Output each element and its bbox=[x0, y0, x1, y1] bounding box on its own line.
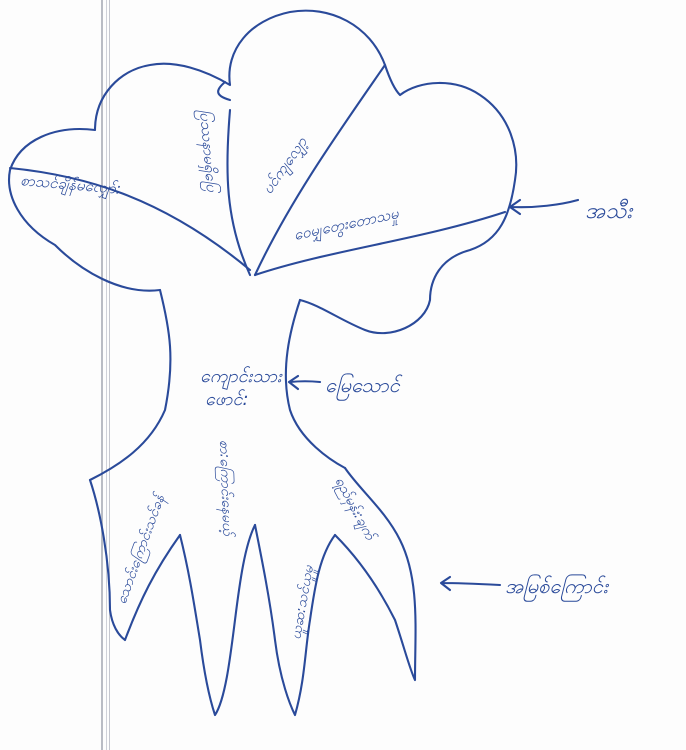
branch-label-4: ဝေမျှတွေးတောသမှု bbox=[292, 204, 401, 247]
arrow-main bbox=[289, 376, 320, 389]
label-roots: အမြစ်ကြောင်း bbox=[505, 574, 610, 602]
tree-trunk-left bbox=[90, 290, 170, 480]
label-fruits: အသီး bbox=[585, 198, 633, 224]
branch-label-2: ပြဿနာမရှိပြေ bbox=[193, 109, 221, 196]
branch-label-3: ပင်ကျလျှော့ bbox=[259, 133, 314, 199]
arrow-fruits bbox=[510, 200, 578, 214]
arrow-roots bbox=[441, 577, 500, 590]
tree-crown-outline bbox=[9, 11, 516, 334]
root-label-3: ယူဆ:သင်ယူမှု bbox=[287, 563, 320, 641]
label-core-2: ဖောင်: bbox=[205, 389, 249, 410]
root-label-1: သောင်းကြောင်းသင်ခန် bbox=[112, 490, 172, 608]
root-2 bbox=[180, 525, 255, 715]
root-label-2: စာ:ကြောင်းနေမယ့် bbox=[213, 440, 237, 539]
label-core: ကျောင်းသား bbox=[200, 366, 283, 390]
branch-divider-2 bbox=[227, 110, 250, 275]
branch-label-1: စာသင်ချိန်မလျှော်: bbox=[19, 171, 121, 201]
label-main: မြေသောင် bbox=[325, 373, 403, 401]
